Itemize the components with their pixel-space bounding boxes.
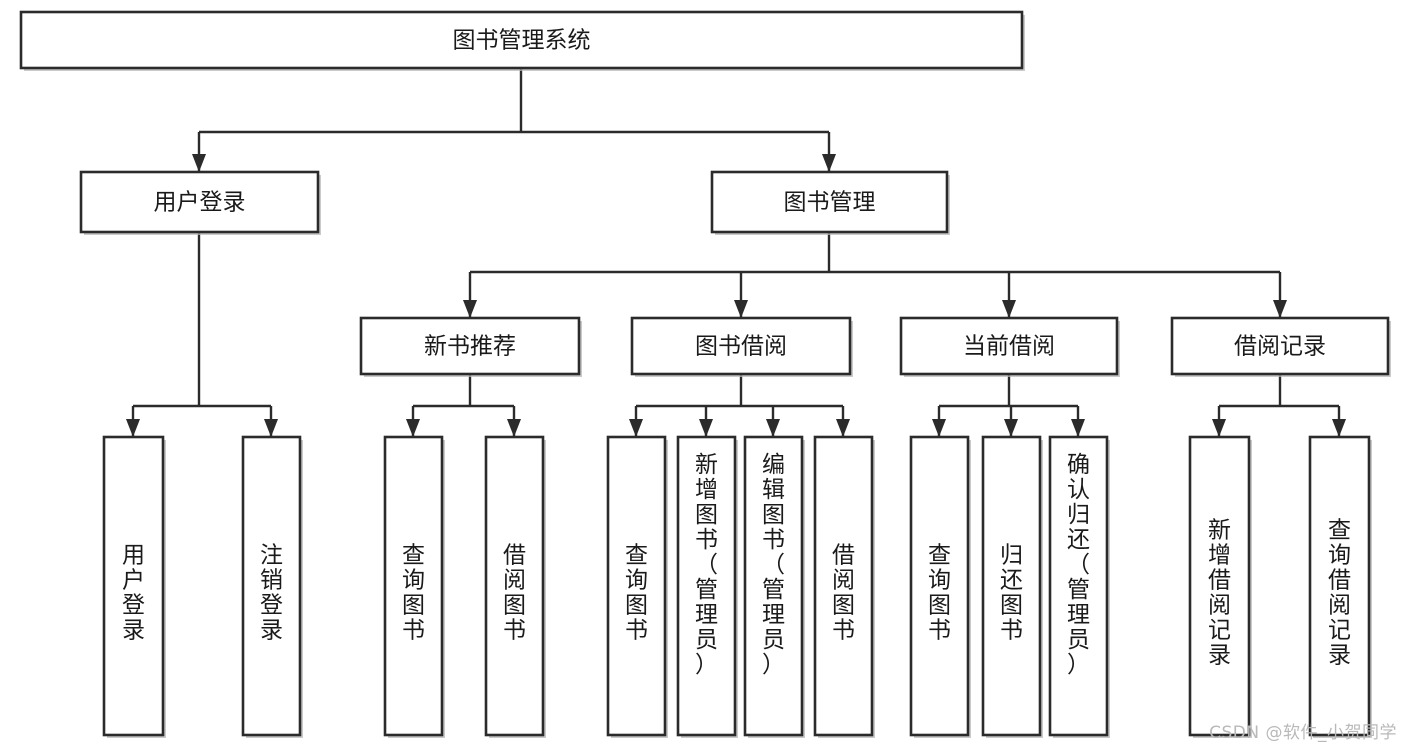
connector-recommend-to-leaves: [406, 374, 521, 437]
leaf-node-leaf-query-book-1[interactable]: 查询图书: [383, 435, 445, 738]
arrow-head-icon: [1071, 419, 1085, 437]
level3-node-current-borrow[interactable]: 当前借阅: [899, 316, 1120, 377]
arrow-head-icon: [1004, 419, 1018, 437]
arrow-head-icon: [463, 300, 477, 318]
leaf-node-leaf-user-login[interactable]: 用户登录: [102, 435, 166, 738]
node-box[interactable]: [102, 435, 165, 737]
leaf-node-leaf-borrow-book-1[interactable]: 借阅图书: [484, 435, 546, 738]
node-label: 用户登录: [154, 190, 246, 216]
node-box[interactable]: [484, 435, 545, 737]
level2-node-book-manage[interactable]: 图书管理: [710, 170, 950, 235]
node-label: 归还图书: [1000, 542, 1023, 643]
root-node-root[interactable]: 图书管理系统: [19, 10, 1025, 71]
level3-node-borrow-record[interactable]: 借阅记录: [1170, 316, 1391, 377]
leaf-node-leaf-edit-book[interactable]: 编辑图书（管理员）: [743, 435, 805, 738]
arrow-head-icon: [264, 419, 278, 437]
connector-layer: [126, 68, 1346, 437]
arrow-head-icon: [836, 419, 850, 437]
node-box[interactable]: [813, 435, 874, 737]
connector-user-login-to-leaves: [126, 232, 278, 437]
node-label: 确认归还（管理员）: [1067, 452, 1090, 678]
node-label: 注销登录: [260, 542, 283, 643]
node-box[interactable]: [899, 316, 1119, 376]
node-box[interactable]: [19, 10, 1024, 70]
arrow-head-icon: [192, 154, 206, 172]
node-label: 用户登录: [122, 542, 145, 643]
node-box[interactable]: [1048, 435, 1109, 737]
arrow-head-icon: [822, 154, 836, 172]
arrow-head-icon: [507, 419, 521, 437]
node-box[interactable]: [79, 170, 320, 234]
arrow-head-icon: [1212, 419, 1226, 437]
node-label: 图书管理系统: [453, 28, 591, 54]
node-box[interactable]: [909, 435, 970, 737]
node-label: 借阅记录: [1234, 334, 1326, 360]
node-label: 新增借阅记录: [1208, 517, 1231, 668]
connector-current-to-leaves: [932, 374, 1085, 437]
node-label: 编辑图书（管理员）: [762, 452, 785, 678]
node-label: 查询图书: [402, 542, 425, 643]
node-box[interactable]: [981, 435, 1042, 737]
connector-root-to-level2: [192, 68, 836, 172]
arrow-head-icon: [699, 419, 713, 437]
leaf-node-leaf-add-book[interactable]: 新增图书（管理员）: [676, 435, 738, 738]
arrow-head-icon: [932, 419, 946, 437]
leaf-node-leaf-confirm-return[interactable]: 确认归还（管理员）: [1048, 435, 1110, 738]
level3-node-new-book-recommend[interactable]: 新书推荐: [359, 316, 582, 377]
leaf-node-leaf-borrow-book-2[interactable]: 借阅图书: [813, 435, 875, 738]
node-label: 新增图书（管理员）: [695, 452, 718, 678]
leaf-node-leaf-query-book-2[interactable]: 查询图书: [606, 435, 668, 738]
node-label: 查询图书: [928, 542, 951, 643]
level2-node-user-login[interactable]: 用户登录: [79, 170, 321, 235]
node-box[interactable]: [1188, 435, 1251, 737]
node-label: 新书推荐: [424, 334, 516, 360]
arrow-head-icon: [1273, 300, 1287, 318]
node-box[interactable]: [359, 316, 581, 376]
leaf-node-leaf-add-record[interactable]: 新增借阅记录: [1188, 435, 1252, 738]
node-box[interactable]: [743, 435, 804, 737]
node-label: 借阅图书: [503, 542, 526, 643]
arrow-head-icon: [1332, 419, 1346, 437]
node-box[interactable]: [710, 170, 949, 234]
connector-record-to-leaves: [1212, 374, 1346, 437]
leaf-node-leaf-logout[interactable]: 注销登录: [241, 435, 303, 738]
connector-borrow-to-leaves: [629, 374, 850, 437]
node-box[interactable]: [630, 316, 852, 376]
node-box[interactable]: [1170, 316, 1390, 376]
connector-book-manage-to-level3: [463, 232, 1287, 318]
node-label: 当前借阅: [963, 334, 1055, 360]
node-box[interactable]: [676, 435, 737, 737]
node-box[interactable]: [241, 435, 302, 737]
arrow-head-icon: [766, 419, 780, 437]
node-label: 查询借阅记录: [1328, 517, 1351, 668]
arrow-head-icon: [406, 419, 420, 437]
leaf-node-leaf-return-book[interactable]: 归还图书: [981, 435, 1043, 738]
arrow-head-icon: [126, 419, 140, 437]
leaf-node-leaf-query-book-3[interactable]: 查询图书: [909, 435, 971, 738]
node-label: 图书借阅: [695, 334, 787, 360]
node-box[interactable]: [383, 435, 444, 737]
node-box[interactable]: [1308, 435, 1371, 737]
node-label: 借阅图书: [832, 542, 855, 643]
node-label: 图书管理: [784, 190, 876, 216]
node-box[interactable]: [606, 435, 667, 737]
arrow-head-icon: [734, 300, 748, 318]
watermark-label: CSDN @软件_小贺同学: [1209, 723, 1397, 743]
node-layer: 图书管理系统用户登录图书管理新书推荐图书借阅当前借阅借阅记录用户登录注销登录查询…: [19, 10, 1391, 738]
leaf-node-leaf-query-record[interactable]: 查询借阅记录: [1308, 435, 1372, 738]
arrow-head-icon: [1002, 300, 1016, 318]
arrow-head-icon: [629, 419, 643, 437]
node-label: 查询图书: [625, 542, 648, 643]
level3-node-book-borrow[interactable]: 图书借阅: [630, 316, 853, 377]
